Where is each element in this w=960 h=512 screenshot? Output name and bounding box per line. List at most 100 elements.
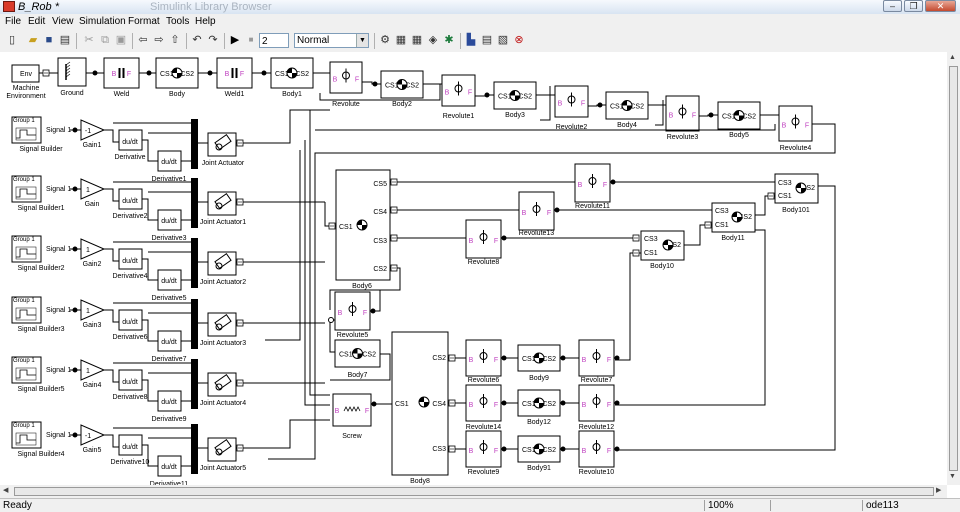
signal-builder-block[interactable]: Group 1 <box>11 356 42 384</box>
open-icon[interactable]: ▰ <box>28 34 38 46</box>
start-icon[interactable]: ▶ <box>230 34 240 46</box>
print-icon[interactable]: ▤ <box>59 34 71 46</box>
joint-actuator-block[interactable] <box>207 372 237 397</box>
derivative-block[interactable]: du/dt <box>157 390 182 412</box>
derivative-block[interactable]: du/dt <box>157 209 182 231</box>
horizontal-scroll-thumb[interactable] <box>14 487 934 496</box>
scroll-up-icon[interactable]: ▲ <box>949 54 956 61</box>
gain-block[interactable]: 1 <box>80 238 106 260</box>
signal-builder-block[interactable]: Group 1 <box>11 296 42 324</box>
derivative-block[interactable]: du/dt <box>118 129 143 151</box>
scroll-left-icon[interactable]: ◀ <box>3 487 9 494</box>
minimize-button[interactable]: – <box>883 0 902 12</box>
maximize-button[interactable]: ❐ <box>904 0 923 12</box>
signal-builder-block[interactable]: Group 1 <box>11 116 42 144</box>
forward-icon[interactable]: ⇨ <box>154 34 164 46</box>
env-block[interactable]: Env <box>11 64 40 83</box>
horizontal-scrollbar[interactable]: ◀ ▶ <box>0 485 947 498</box>
joint-actuator-block[interactable] <box>207 312 237 337</box>
menu-edit[interactable]: Edit <box>28 16 46 27</box>
derivative-block[interactable]: du/dt <box>118 309 143 331</box>
derivative-block[interactable]: du/dt <box>157 330 182 352</box>
signal-builder-block[interactable]: Group 1 <box>11 175 42 203</box>
profile-icon[interactable]: ▧ <box>497 34 509 46</box>
gain-block[interactable]: 1 <box>80 359 106 381</box>
advisor-icon[interactable]: ▙ <box>466 34 476 46</box>
back-icon[interactable]: ⇦ <box>138 34 148 46</box>
undo-icon[interactable]: ↶ <box>192 34 202 46</box>
redo-icon[interactable]: ↷ <box>208 34 218 46</box>
menu-view[interactable]: View <box>52 16 74 27</box>
menu-simulation[interactable]: Simulation <box>79 16 126 27</box>
menu-format[interactable]: Format <box>128 16 160 27</box>
derivative-block[interactable]: du/dt <box>118 248 143 270</box>
paste-icon[interactable]: ▣ <box>115 34 127 46</box>
gain-block[interactable]: -1 <box>80 424 106 446</box>
properties-icon[interactable]: ▤ <box>481 34 493 46</box>
vertical-scrollbar[interactable]: ▲ ▼ <box>947 52 960 485</box>
menu-file[interactable]: File <box>5 16 22 27</box>
simulation-mode-select[interactable]: Normal ▼ <box>294 33 369 48</box>
derivative-block[interactable]: du/dt <box>118 188 143 210</box>
menu-tools[interactable]: Tools <box>166 16 190 27</box>
gain-block[interactable]: -1 <box>80 119 106 141</box>
save-icon[interactable]: ■ <box>45 34 53 46</box>
chevron-down-icon[interactable]: ▼ <box>356 34 368 47</box>
update-icon[interactable]: ▦ <box>395 34 407 46</box>
gain-block[interactable]: 1 <box>80 178 106 200</box>
copy-icon[interactable]: ⧉ <box>101 34 109 46</box>
joint-actuator-block[interactable] <box>207 251 237 276</box>
new-icon[interactable]: ▯ <box>8 34 16 46</box>
vertical-scroll-thumb[interactable] <box>949 66 958 471</box>
derivative-block[interactable]: du/dt <box>157 455 182 477</box>
joint-actuator-block[interactable] <box>207 437 237 462</box>
debug-icon[interactable]: ✱ <box>444 34 454 46</box>
scroll-right-icon[interactable]: ▶ <box>936 487 942 494</box>
menu-help[interactable]: Help <box>195 16 216 27</box>
gain-block[interactable]: 1 <box>80 299 106 321</box>
ground-block[interactable] <box>57 57 87 87</box>
cut-icon[interactable]: ✂ <box>84 34 94 46</box>
build-icon[interactable]: ⚙ <box>380 34 390 46</box>
up-icon[interactable]: ⇧ <box>170 34 180 46</box>
derivative-block[interactable]: du/dt <box>157 269 182 291</box>
derivative-block[interactable]: du/dt <box>118 434 143 456</box>
signal-builder-block[interactable]: Group 1 <box>11 421 42 449</box>
signal-builder-block[interactable]: Group 1 <box>11 235 42 263</box>
stop-icon[interactable]: ■ <box>248 35 254 44</box>
derivative-block[interactable]: du/dt <box>118 369 143 391</box>
close-button[interactable]: ✕ <box>925 0 956 12</box>
joint-actuator-block[interactable] <box>207 132 237 157</box>
